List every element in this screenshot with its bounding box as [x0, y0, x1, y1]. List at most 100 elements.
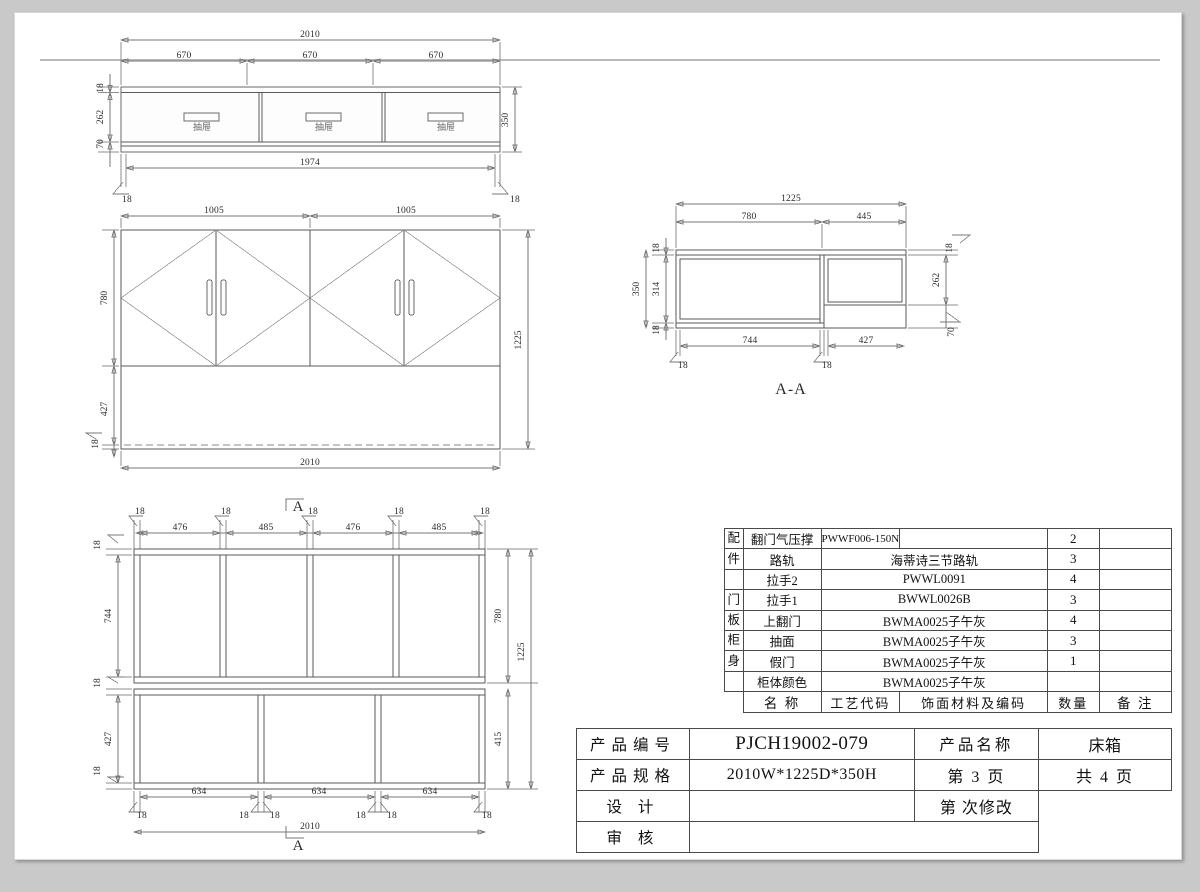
svg-text:70: 70	[96, 139, 106, 149]
svg-text:1005: 1005	[204, 206, 224, 216]
svg-text:780: 780	[494, 609, 504, 624]
designer-value[interactable]	[688, 790, 915, 822]
svg-text:1225: 1225	[517, 642, 527, 661]
category-cell: 件	[724, 548, 744, 570]
svg-text:1225: 1225	[781, 194, 801, 204]
svg-text:1005: 1005	[396, 206, 416, 216]
svg-text:1225: 1225	[514, 330, 524, 349]
material-cell: BWWL0026B	[820, 589, 1049, 611]
material-cell: BWMA0025子午灰	[820, 670, 1049, 693]
drawer-label-2: 抽屉	[306, 120, 342, 133]
qty-cell: 3	[1047, 589, 1100, 611]
table-row[interactable]: 配 翻门气压撑 PWWF006-150N 2	[724, 527, 1173, 550]
svg-text:744: 744	[743, 336, 758, 346]
svg-text:2010: 2010	[300, 458, 320, 468]
drawer-label-1: 抽屉	[184, 120, 220, 133]
svg-text:18: 18	[394, 507, 404, 517]
qty-cell: 4	[1047, 609, 1100, 631]
svg-text:70: 70	[947, 327, 957, 337]
view-bottom-plan: 476 485 476 485 18 18 18 18 18 A	[93, 498, 538, 854]
svg-text:634: 634	[192, 787, 207, 797]
svg-text:18: 18	[221, 507, 231, 517]
svg-text:18: 18	[822, 361, 832, 371]
drawer-label-text: 抽屉	[192, 122, 211, 132]
sheet-top-rule	[40, 59, 1160, 61]
svg-text:18: 18	[356, 811, 366, 821]
svg-text:634: 634	[423, 787, 438, 797]
svg-text:18: 18	[91, 439, 101, 449]
table-row[interactable]: 件 路轨 海蒂诗三节路轨 3	[724, 548, 1173, 570]
view-plan-flip-doors: 1005 1005	[84, 206, 535, 471]
svg-text:18: 18	[678, 361, 688, 371]
remark-cell	[1098, 527, 1173, 550]
header-qty: 数量	[1047, 691, 1100, 714]
title-block: 产品编号 PJCH19002-079 产品名称 床箱 产品规格 2010W*12…	[576, 728, 1173, 853]
title-row-product-no: 产品编号 PJCH19002-079 产品名称 床箱	[576, 728, 1173, 760]
product-name-value[interactable]: 床箱	[1037, 728, 1173, 760]
header-blank	[725, 692, 744, 713]
svg-text:744: 744	[104, 609, 114, 624]
svg-text:780: 780	[100, 291, 110, 306]
table-row[interactable]: 身 假门 BWMA0025子午灰 1	[724, 650, 1173, 672]
title-row-designer: 设 计 第 次修改	[576, 790, 1172, 822]
svg-text:18: 18	[239, 811, 249, 821]
header-material: 饰面材料及编码	[899, 691, 1049, 714]
remark-cell	[1098, 670, 1173, 693]
svg-text:1974: 1974	[300, 158, 320, 168]
drawer-label-3: 抽屉	[428, 120, 464, 133]
table-row[interactable]: 门 拉手1 BWWL0026B 3	[724, 589, 1173, 611]
svg-text:2010: 2010	[300, 822, 320, 832]
category-cell: 身	[724, 650, 744, 672]
product-no-value[interactable]: PJCH19002-079	[688, 728, 915, 760]
qty-cell: 4	[1047, 568, 1100, 591]
svg-text:485: 485	[259, 523, 274, 533]
remark-cell	[1098, 548, 1173, 570]
qty-cell	[1047, 670, 1100, 693]
material-cell: 海蒂诗三节路轨	[820, 548, 1049, 570]
part-name-cell: 柜体颜色	[742, 670, 822, 693]
reviewer-value[interactable]	[688, 821, 1039, 853]
cad-drawing-vectors: 2010 670 670 670	[84, 30, 972, 854]
svg-text:262: 262	[932, 273, 942, 288]
table-header-row: 名 称 工艺代码 饰面材料及编码 数量 备 注	[725, 691, 1173, 714]
revision-label: 第 次修改	[913, 790, 1039, 822]
svg-text:18: 18	[308, 507, 318, 517]
part-name-cell: 翻门气压撑	[742, 527, 822, 550]
material-cell: BWMA0025子午灰	[820, 609, 1049, 631]
material-cell: BWMA0025子午灰	[820, 629, 1049, 652]
svg-text:476: 476	[173, 523, 188, 533]
remark-cell	[1098, 589, 1173, 611]
remark-cell	[1098, 609, 1173, 631]
svg-text:485: 485	[432, 523, 447, 533]
svg-text:18: 18	[93, 540, 103, 550]
designer-label: 设 计	[576, 790, 690, 822]
table-row[interactable]: 柜 抽面 BWMA0025子午灰 3	[724, 629, 1173, 652]
svg-text:18: 18	[93, 678, 103, 688]
category-group-labels	[724, 528, 742, 684]
table-row[interactable]: 板 上翻门 BWMA0025子午灰 4	[724, 609, 1173, 631]
category-cell: 板	[724, 609, 744, 631]
view-section-aa: 1225 780 445	[632, 194, 972, 398]
section-marker-top: A	[293, 499, 304, 515]
table-row[interactable]: 拉手2 PWWL0091 4	[724, 568, 1173, 591]
qty-cell: 3	[1047, 548, 1100, 570]
process-code-cell: PWWF006-150N	[820, 527, 901, 550]
svg-text:18: 18	[93, 766, 103, 776]
svg-text:780: 780	[742, 212, 757, 222]
svg-text:350: 350	[501, 113, 511, 128]
part-name-cell: 拉手2	[742, 568, 822, 591]
material-cell: BWMA0025子午灰	[820, 650, 1049, 672]
svg-text:2010: 2010	[300, 30, 320, 40]
header-name: 名 称	[742, 691, 822, 714]
parts-table-body: 配 翻门气压撑 PWWF006-150N 2 件 路轨 海蒂诗三节路轨 3 拉手	[724, 527, 1173, 714]
svg-text:670: 670	[429, 51, 444, 61]
product-spec-value[interactable]: 2010W*1225D*350H	[688, 759, 915, 791]
table-row[interactable]: 柜体颜色 BWMA0025子午灰	[724, 670, 1173, 693]
material-cell: PWWL0091	[820, 568, 1049, 591]
svg-text:427: 427	[100, 402, 110, 417]
remark-cell	[1098, 568, 1173, 591]
part-name-cell: 上翻门	[742, 609, 822, 631]
svg-text:427: 427	[104, 732, 114, 747]
product-spec-label: 产品规格	[576, 759, 690, 791]
